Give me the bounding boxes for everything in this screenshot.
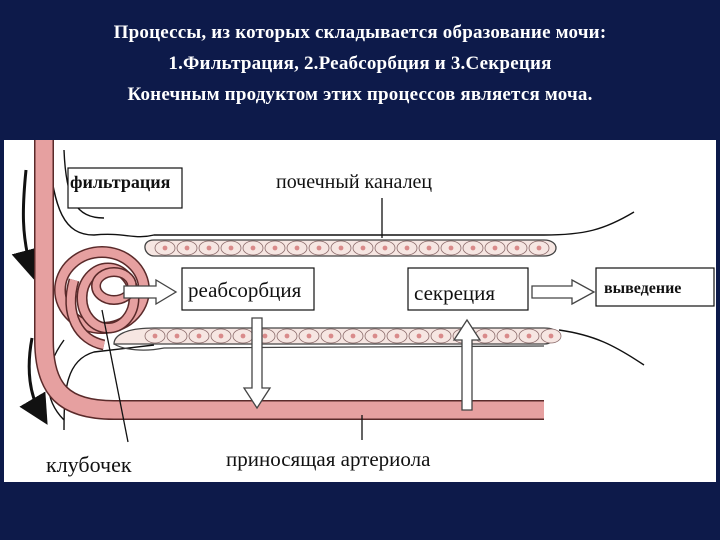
- tubule-upper-cell-nucleus: [537, 246, 542, 251]
- tubule-upper-cell-nucleus: [515, 246, 520, 251]
- tubule-lower-cell-nucleus: [175, 334, 180, 339]
- tubule-upper-cell-nucleus: [251, 246, 256, 251]
- tubule-lower-cell-nucleus: [263, 334, 268, 339]
- tubule-lower-cell-nucleus: [373, 334, 378, 339]
- tubule-lower-cell-nucleus: [439, 334, 444, 339]
- kidney-nephron-diagram: фильтрация почечный каналец реабсорбция …: [4, 140, 716, 482]
- glomerulus-label: клубочек: [46, 452, 132, 477]
- tubule-upper-cell-nucleus: [229, 246, 234, 251]
- tubule-lower-cell-nucleus: [395, 334, 400, 339]
- diagram-panel: фильтрация почечный каналец реабсорбция …: [4, 140, 716, 482]
- header-line-2: 1.Фильтрация, 2.Реабсорбция и 3.Секреция: [0, 53, 720, 75]
- slide-header: Процессы, из которых складывается образо…: [0, 0, 720, 140]
- excretion-arrow: [532, 280, 594, 304]
- tubule-upper-cell-nucleus: [493, 246, 498, 251]
- tubule-lower-cell-nucleus: [417, 334, 422, 339]
- tubule-upper-cell-nucleus: [427, 246, 432, 251]
- tubule-tail-lower: [559, 330, 644, 365]
- tubule-upper-cell-nucleus: [317, 246, 322, 251]
- tubule-lower-cell-nucleus: [153, 334, 158, 339]
- tubule-upper-cell-nucleus: [207, 246, 212, 251]
- tubule-lower-cell-nucleus: [241, 334, 246, 339]
- tubule-upper-cell-nucleus: [339, 246, 344, 251]
- tubule-lower-cell-nucleus: [197, 334, 202, 339]
- tubule-upper-cell-nucleus: [163, 246, 168, 251]
- tubule-lower-cell-nucleus: [219, 334, 224, 339]
- tubule-lower-bottom: [114, 344, 544, 350]
- header-line-3: Конечным продуктом этих процессов являет…: [0, 84, 720, 106]
- tubule-lower-cell-nucleus: [527, 334, 532, 339]
- filtration-label: фильтрация: [70, 172, 171, 192]
- tubule-lower-cell-nucleus: [329, 334, 334, 339]
- tubule-upper-cell-nucleus: [449, 246, 454, 251]
- tubule-lower-cell-nucleus: [351, 334, 356, 339]
- tubule-upper-cell-nucleus: [295, 246, 300, 251]
- secretion-label: секреция: [414, 281, 495, 305]
- excretion-label: выведение: [604, 280, 681, 297]
- tubule-label: почечный каналец: [276, 171, 432, 193]
- tubule-upper-cell-nucleus: [471, 246, 476, 251]
- blood-flow-arrow-top: [23, 170, 30, 265]
- tubule-upper-cell-nucleus: [273, 246, 278, 251]
- header-line-1: Процессы, из которых складывается образо…: [0, 22, 720, 44]
- tubule-upper-cell-nucleus: [405, 246, 410, 251]
- slide-footer: [0, 482, 720, 540]
- tubule-lower-cell-nucleus: [483, 334, 488, 339]
- tubule-lower-cell-nucleus: [505, 334, 510, 339]
- tubule-lower-cell-nucleus: [549, 334, 554, 339]
- tubule-lower-cell-nucleus: [307, 334, 312, 339]
- tubule-upper-cell-nucleus: [383, 246, 388, 251]
- reabsorption-label: реабсорбция: [188, 278, 302, 302]
- tubule-upper-cell-nucleus: [185, 246, 190, 251]
- arteriole-label: приносящая артериола: [226, 447, 431, 471]
- secretion-up-arrow: [454, 320, 480, 410]
- tubule-lower-cell-nucleus: [285, 334, 290, 339]
- tubule-upper-cell-nucleus: [361, 246, 366, 251]
